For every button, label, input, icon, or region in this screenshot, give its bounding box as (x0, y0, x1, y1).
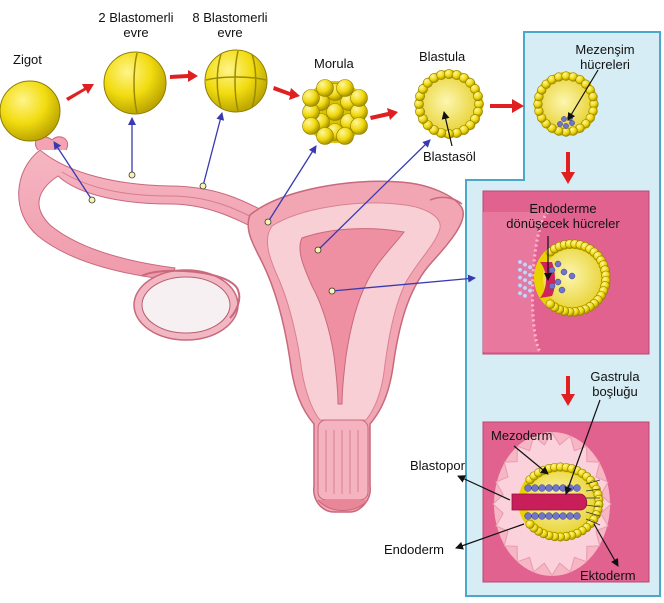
label-pointers (441, 69, 619, 567)
blastula-embryo (414, 69, 484, 139)
label-endoderm-cells-line2: dönüşecek hücreler (506, 216, 620, 231)
two-cell-embryo (103, 51, 167, 115)
mesenchyme-blastula (533, 71, 599, 137)
label-mesenchyme-line2: hücreleri (580, 57, 630, 72)
label-endoderm: Endoderm (384, 542, 444, 557)
label-endoderm-cells: Endoderme dönüşecek hücreler (488, 201, 638, 231)
label-gastrula-cavity-line2: boşluğu (592, 384, 638, 399)
pointer-lines (53, 112, 476, 292)
label-blastocoel: Blastasöl (423, 149, 476, 164)
label-zygote: Zigot (13, 52, 42, 67)
label-blastula: Blastula (419, 49, 466, 64)
stage-arrows (66, 70, 575, 406)
label-mesenchyme: Mezenşim hücreleri (568, 42, 642, 72)
zygote-cell (0, 80, 61, 142)
label-eight-cell-line1: 8 Blastomerli (192, 10, 268, 25)
morula-embryo (302, 79, 368, 145)
label-endoderm-cells-line1: Endoderme (529, 201, 597, 216)
inset-gastrula (482, 421, 650, 583)
label-gastrula-cavity-line1: Gastrula (590, 369, 640, 384)
label-two-cell: 2 Blastomerli evre (86, 10, 186, 40)
label-eight-cell-line2: evre (217, 25, 243, 40)
uterus-illustration (18, 136, 464, 513)
label-blastopore: Blastopor (410, 458, 465, 473)
label-two-cell-line1: 2 Blastomerli (98, 10, 174, 25)
label-eight-cell: 8 Blastomerli evre (180, 10, 280, 40)
label-mesenchyme-line1: Mezenşim (575, 42, 635, 57)
inset-endoderm-formation (482, 190, 650, 355)
eight-cell-embryo (204, 49, 268, 113)
label-ectoderm: Ektoderm (580, 568, 636, 583)
label-two-cell-line2: evre (123, 25, 149, 40)
label-mesoderm: Mezoderm (491, 428, 553, 443)
label-morula: Morula (314, 56, 354, 71)
label-gastrula-cavity: Gastrula boşluğu (582, 369, 648, 399)
